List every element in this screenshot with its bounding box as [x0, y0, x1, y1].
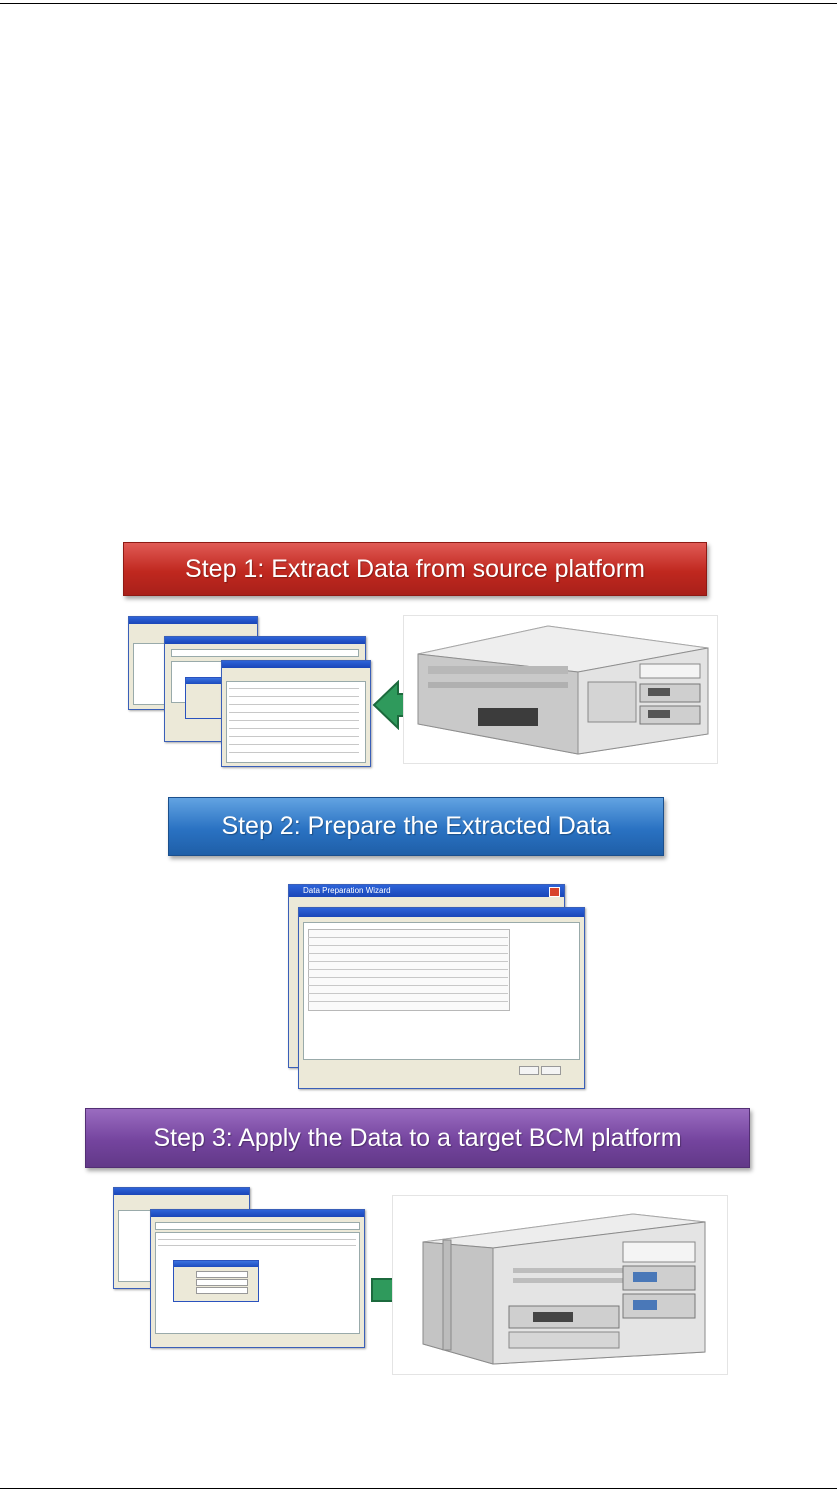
- top-rule: [0, 3, 837, 4]
- wizard-title: Data Preparation Wizard: [303, 886, 391, 895]
- bottom-rule: [0, 1488, 837, 1489]
- step-3-window-front: [150, 1209, 365, 1348]
- target-server-image: [413, 1202, 713, 1368]
- target-bcm-platform-photo: [392, 1195, 728, 1375]
- source-server-image: [408, 624, 713, 756]
- step-2-banner: Step 2: Prepare the Extracted Data: [168, 797, 664, 856]
- step-3-banner: Step 3: Apply the Data to a target BCM p…: [85, 1108, 750, 1168]
- step-1-banner: Step 1: Extract Data from source platfor…: [123, 542, 707, 596]
- step-2-label: Step 2: Prepare the Extracted Data: [221, 812, 610, 841]
- login-dialog: [173, 1260, 259, 1302]
- wizard-window-front: [298, 907, 585, 1089]
- source-platform-photo: [403, 615, 718, 764]
- step-1-label: Step 1: Extract Data from source platfor…: [185, 555, 645, 584]
- step-3-label: Step 3: Apply the Data to a target BCM p…: [153, 1124, 681, 1153]
- close-icon: [549, 887, 560, 897]
- step-1-window-front: [221, 660, 371, 767]
